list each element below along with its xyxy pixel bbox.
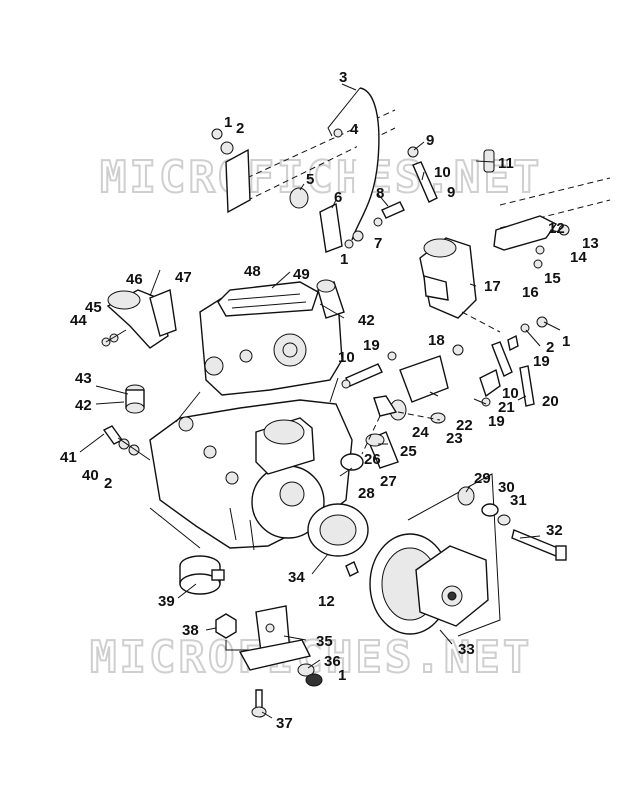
callout-39: 39	[158, 593, 175, 610]
callout-7: 7	[374, 235, 382, 252]
callout-27: 27	[380, 473, 397, 490]
callout-36: 36	[324, 653, 341, 670]
callout-33: 33	[458, 641, 475, 658]
engine-mount-bracket	[238, 605, 312, 671]
engine-block	[149, 281, 353, 551]
callout-12-top: 12	[548, 220, 565, 237]
callout-46: 46	[126, 271, 143, 288]
callout-29: 29	[474, 470, 491, 487]
callout-10-top: 10	[434, 164, 451, 181]
callout-3: 3	[339, 69, 347, 86]
callout-18: 18	[428, 332, 445, 349]
callout-45: 45	[85, 299, 102, 316]
callout-1-bottom: 1	[338, 667, 346, 684]
callout-47: 47	[175, 269, 192, 286]
callout-1-b: 1	[340, 251, 348, 268]
frame-rail-right	[499, 177, 611, 229]
callout-42-left: 42	[75, 397, 92, 414]
gasket-34	[307, 503, 369, 557]
callout-10-mid: 10	[338, 349, 355, 366]
callout-48: 48	[244, 263, 261, 280]
bracket-22	[399, 355, 449, 403]
mount-bracket	[319, 202, 343, 253]
callout-14: 14	[570, 249, 587, 266]
carburetor	[419, 237, 477, 319]
callout-10-right: 10	[502, 385, 519, 402]
callout-21: 21	[498, 399, 515, 416]
callout-31: 31	[510, 492, 527, 509]
callout-2-b: 2	[546, 339, 554, 356]
callout-23: 23	[446, 430, 463, 447]
callout-11: 11	[498, 155, 514, 172]
watermark-top: MICROFICHES.NET	[100, 152, 542, 203]
callout-9-bottom: 9	[447, 184, 455, 201]
callout-40: 40	[82, 467, 99, 484]
callout-2-left: 2	[104, 475, 112, 492]
callout-2: 2	[236, 120, 244, 137]
callout-30: 30	[498, 479, 515, 496]
callout-19-mid: 19	[363, 337, 380, 354]
callout-13: 13	[582, 235, 599, 252]
callout-16: 16	[522, 284, 539, 301]
callout-44: 44	[70, 312, 87, 329]
callout-19-bottom: 19	[488, 413, 505, 430]
callout-19-right: 19	[533, 353, 550, 370]
callout-20: 20	[542, 393, 559, 410]
callout-12-bottom: 12	[318, 593, 335, 610]
rubber-mount-39	[179, 555, 225, 595]
callout-49: 49	[293, 266, 310, 283]
callout-6: 6	[334, 189, 342, 206]
callout-5: 5	[306, 171, 314, 188]
callout-34: 34	[288, 569, 305, 586]
callout-35: 35	[316, 633, 333, 650]
rubber-mount-5	[289, 187, 309, 209]
drive-clutch	[369, 533, 489, 635]
callout-22: 22	[456, 417, 473, 434]
callout-26: 26	[364, 451, 381, 468]
callout-37: 37	[276, 715, 293, 732]
callout-32: 32	[546, 522, 563, 539]
callout-9-top: 9	[426, 132, 434, 149]
callout-15: 15	[544, 270, 561, 287]
callout-25: 25	[400, 443, 417, 460]
callout-28: 28	[358, 485, 375, 502]
callout-42-top: 42	[358, 312, 375, 329]
callout-24: 24	[412, 424, 429, 441]
callout-4: 4	[350, 121, 359, 138]
callout-43: 43	[75, 370, 92, 387]
intake-elbow	[106, 289, 177, 349]
callout-41: 41	[60, 449, 77, 466]
callout-1-right: 1	[562, 333, 570, 350]
leader-lines	[79, 83, 561, 719]
callout-1: 1	[224, 114, 232, 131]
callout-17: 17	[484, 278, 501, 295]
carb-bracket	[493, 215, 558, 251]
callout-labels: 3 1 2 4 5 6 7 8 9 9 10 11 12 13 14 15 16…	[60, 69, 599, 732]
callout-38: 38	[182, 622, 199, 639]
callout-8: 8	[376, 185, 384, 202]
throttle-cable	[351, 87, 380, 241]
